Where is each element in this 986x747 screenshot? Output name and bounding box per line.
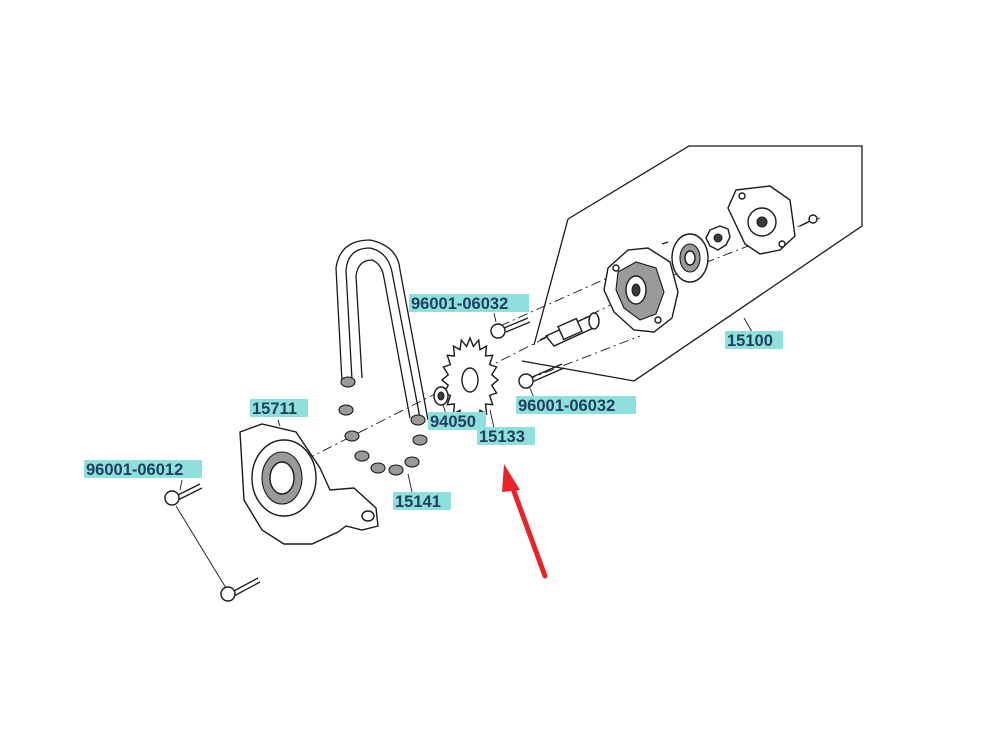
inner-rotor [705,225,731,251]
guide-bolt-leader [179,479,183,491]
chain-link [370,462,386,474]
pump-body [603,247,679,333]
svg-text:96001-06032: 96001-06032 [518,397,615,415]
chain-leader [407,473,413,493]
dowel-pin [661,241,669,245]
sprocket-leader [489,409,495,429]
chain-link [410,414,426,426]
sprocket [440,336,500,424]
pump-cover-plate [727,185,796,255]
chain-link [344,430,360,442]
assembly-leader [743,317,753,333]
washer [433,386,449,406]
label-pump-assembly: 15100 [725,331,783,350]
pump-bolt-lower [518,363,565,389]
bolt-upper-leader [493,312,497,323]
chain-guide [239,423,379,545]
pump-shaft [539,312,600,347]
chain-link [354,450,370,462]
red-pointer-arrow [502,464,548,579]
svg-text:15133: 15133 [479,428,525,446]
pump-assembly-outline [521,145,863,382]
label-guide-bolt: 96001-06012 [84,460,202,479]
label-washer: 94050 [428,412,486,431]
label-bolt-lower: 96001-06032 [516,396,636,415]
svg-text:15141: 15141 [395,493,441,511]
svg-text:94050: 94050 [430,413,476,431]
svg-text:15100: 15100 [727,332,773,350]
pump-bolt-upper [490,317,531,339]
label-chain: 15141 [393,492,451,511]
outer-rotor [671,233,709,283]
label-sprocket: 15133 [477,427,535,446]
guide-bolt-link [175,505,227,589]
svg-text:15711: 15711 [252,400,297,418]
label-guide: 15711 [250,399,308,418]
guide-leader [277,419,281,427]
svg-text:96001-06012: 96001-06012 [86,461,183,479]
chain-link [412,434,428,446]
drive-chain [335,239,429,476]
chain-link [404,456,420,468]
label-bolt-upper: 96001-06032 [409,294,529,313]
chain-link [338,404,354,416]
cover-screw [799,214,818,227]
chain-link [340,376,356,388]
guide-bolt-lower [220,577,261,602]
guide-bolt-upper [164,483,203,506]
chain-link [388,464,404,476]
svg-text:96001-06032: 96001-06032 [411,295,508,313]
